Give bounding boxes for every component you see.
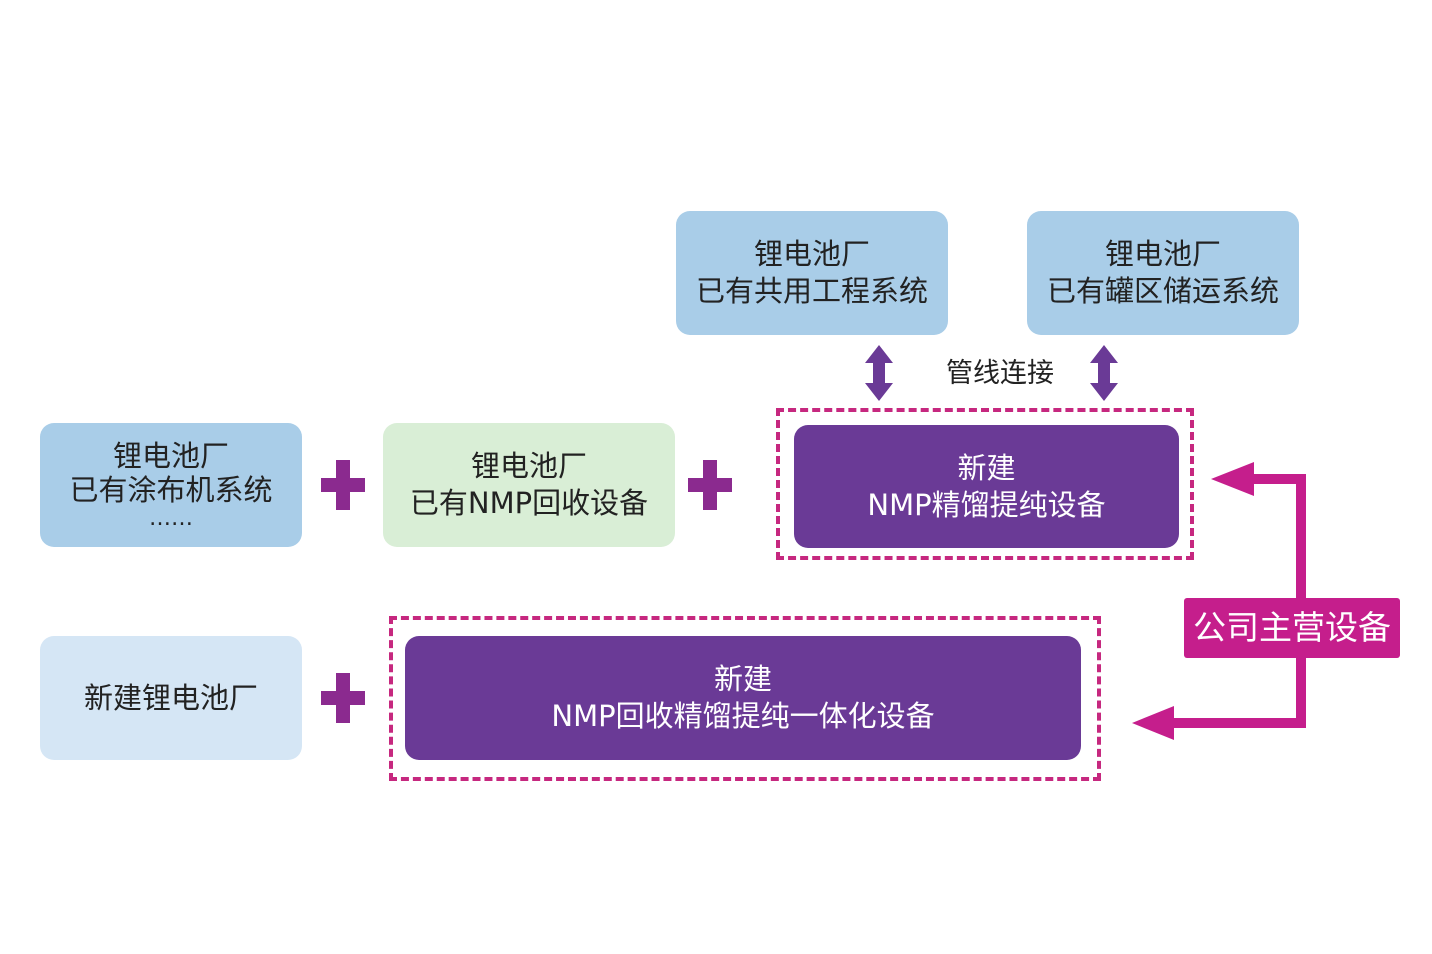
new-nmp-purification-box: 新建 NMP精馏提纯设备 [794, 425, 1179, 548]
new-integrated-box: 新建 NMP回收精馏提纯一体化设备 [405, 636, 1081, 760]
new-integrated-line1: 新建 [713, 662, 772, 696]
nmp-recovery-line2: 已有NMP回收设备 [409, 486, 649, 520]
double-arrow-icon [1090, 345, 1118, 401]
new-nmp-purification-line1: 新建 [957, 450, 1016, 485]
coating-system-line1: 锂电池厂 [112, 439, 229, 473]
pipeline-connection-label: 管线连接 [946, 358, 1054, 389]
new-battery-plant-box: 新建锂电池厂 [40, 636, 302, 760]
shared-engineering-line1: 锂电池厂 [753, 237, 870, 271]
plus-icon [321, 460, 365, 510]
tank-storage-line2: 已有罐区储运系统 [1046, 274, 1279, 308]
nmp-recovery-box: 锂电池厂 已有NMP回收设备 [383, 423, 675, 547]
new-integrated-line2: NMP回收精馏提纯一体化设备 [551, 699, 935, 733]
nmp-recovery-line1: 锂电池厂 [470, 449, 587, 483]
coating-system-line3: …… [149, 506, 193, 531]
shared-engineering-box: 锂电池厂 已有共用工程系统 [676, 211, 948, 335]
new-nmp-purification-line2: NMP精馏提纯设备 [867, 487, 1106, 522]
tank-storage-line1: 锂电池厂 [1104, 237, 1221, 271]
new-battery-plant-line1: 新建锂电池厂 [83, 680, 258, 715]
tank-storage-box: 锂电池厂 已有罐区储运系统 [1027, 211, 1299, 335]
coating-system-box: 锂电池厂 已有涂布机系统 …… [40, 423, 302, 547]
main-equipment-badge: 公司主营设备 [1184, 598, 1400, 658]
plus-icon [688, 460, 732, 510]
new-integrated-dashed-frame [389, 616, 1101, 781]
coating-system-line2: 已有涂布机系统 [69, 473, 273, 507]
plus-icon [321, 673, 365, 723]
shared-engineering-line2: 已有共用工程系统 [695, 274, 928, 308]
new-purification-dashed-frame [776, 408, 1194, 560]
double-arrow-icon [865, 345, 893, 401]
